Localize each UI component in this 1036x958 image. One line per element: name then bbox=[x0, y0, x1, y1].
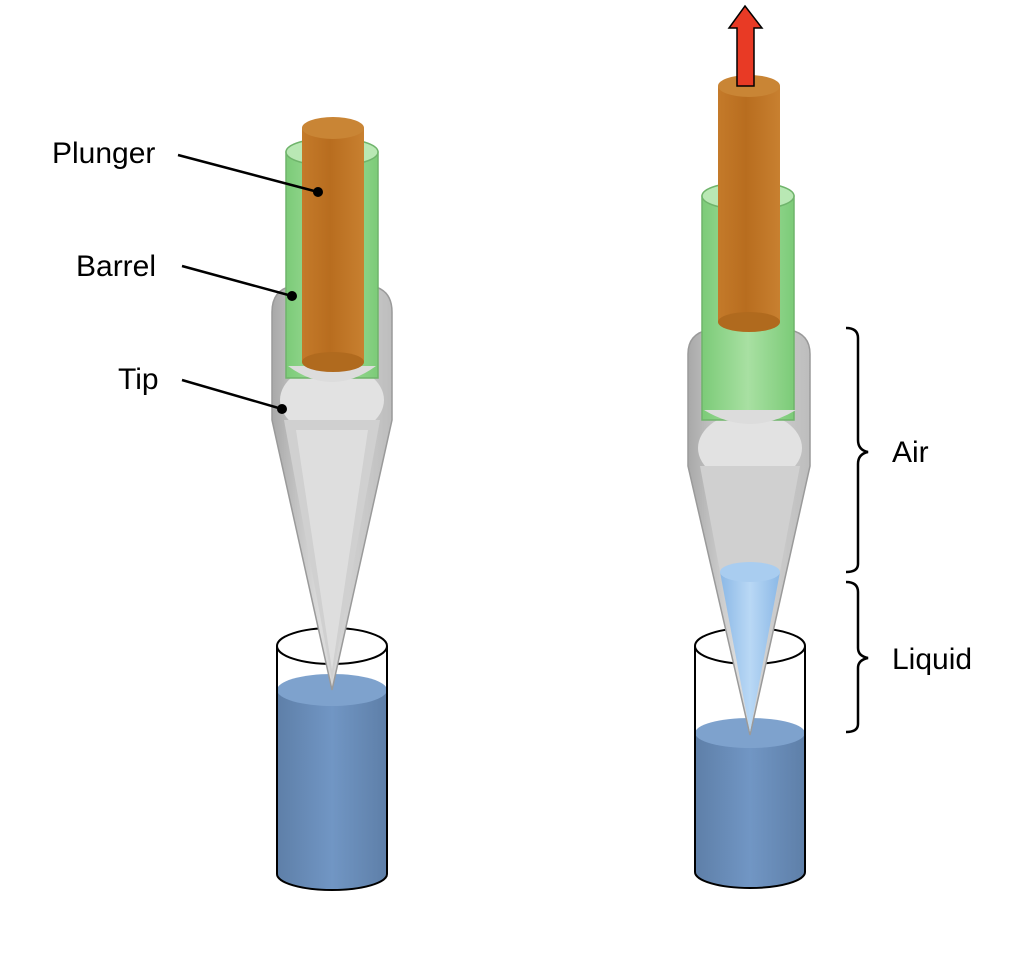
left-plunger bbox=[302, 117, 364, 372]
left-pipette bbox=[271, 117, 393, 891]
left-vial-front bbox=[276, 646, 388, 891]
label-plunger: Plunger bbox=[52, 137, 155, 170]
right-tip-liquid bbox=[720, 562, 780, 732]
right-pipette bbox=[687, 4, 811, 889]
arrow-up-icon bbox=[727, 4, 764, 87]
label-barrel: Barrel bbox=[76, 250, 156, 283]
callouts bbox=[177, 153, 323, 414]
liquid-brace bbox=[845, 580, 869, 734]
right-vial-front bbox=[694, 646, 806, 889]
label-air: Air bbox=[892, 436, 929, 469]
right-plunger bbox=[718, 75, 780, 332]
label-tip: Tip bbox=[118, 363, 159, 396]
air-brace bbox=[845, 326, 869, 574]
left-tip bbox=[271, 285, 393, 691]
label-liquid: Liquid bbox=[892, 643, 972, 676]
